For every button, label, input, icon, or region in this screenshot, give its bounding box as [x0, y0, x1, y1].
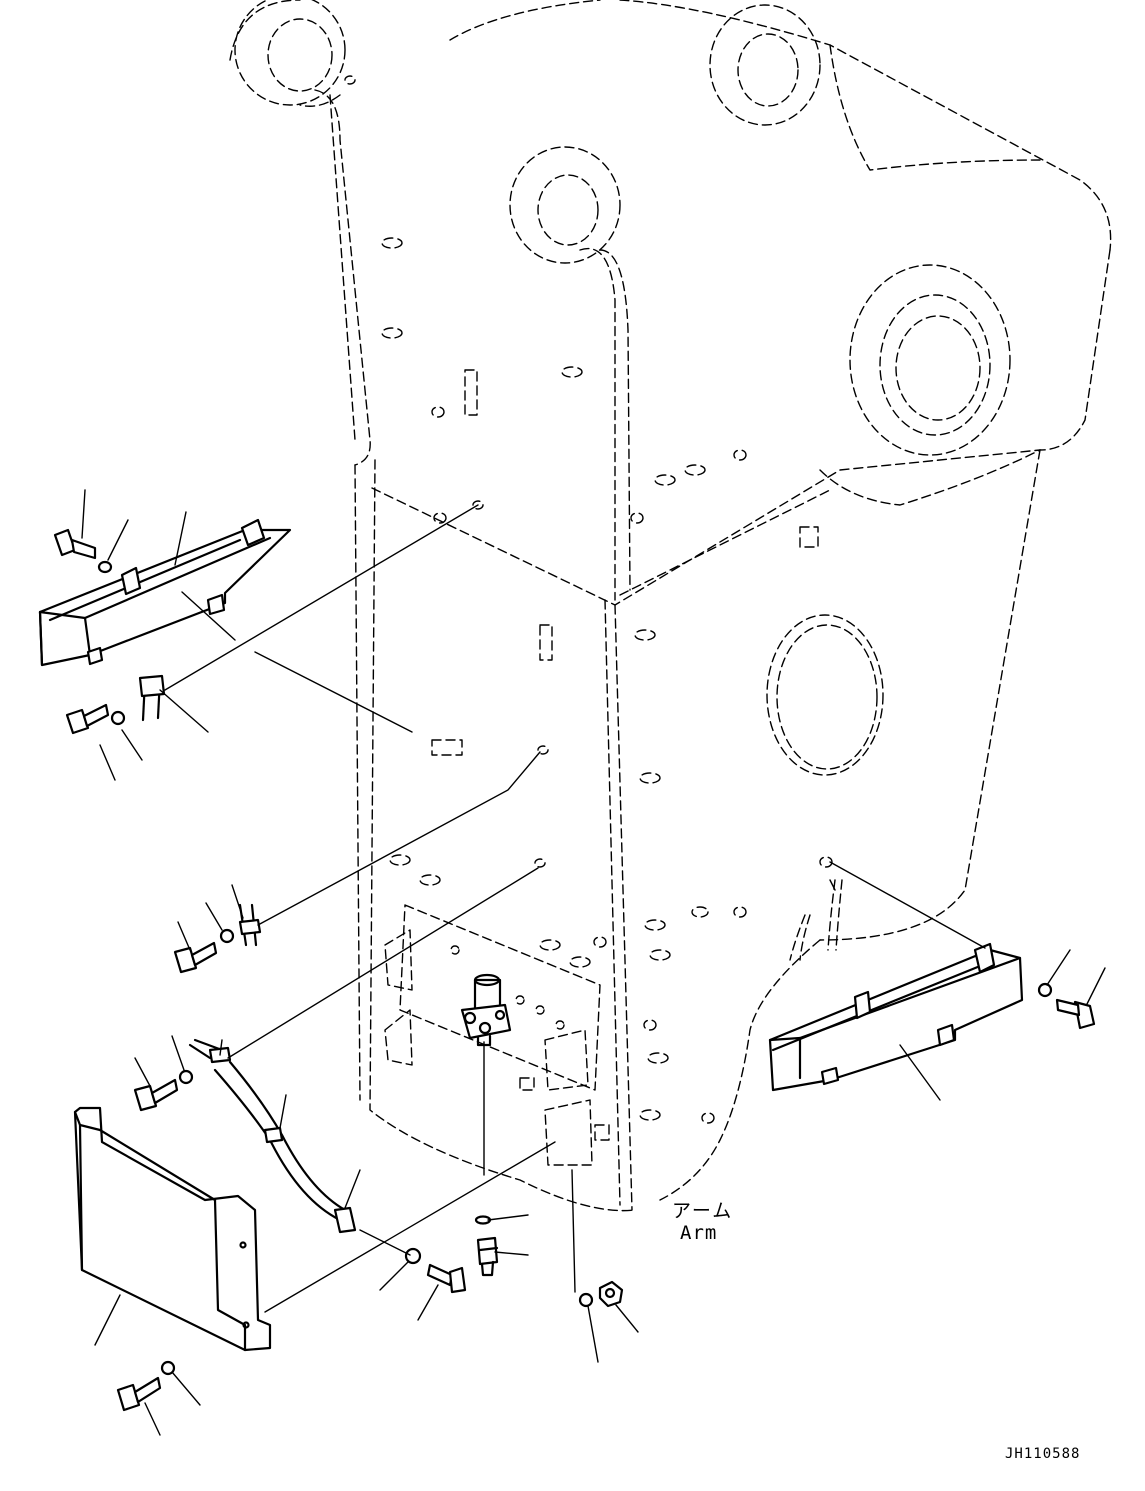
- washers: [97, 560, 1053, 1376]
- bolts: [53, 528, 1096, 1412]
- upper-left-cover: [38, 518, 292, 667]
- hose-line: [141, 676, 347, 1222]
- hose-clamps: [138, 674, 357, 1234]
- arm-label-japanese: アーム: [672, 1200, 734, 1222]
- nut: [598, 1280, 624, 1308]
- manifold-block: [460, 973, 512, 1047]
- mounting-plate: [384, 904, 601, 1166]
- lower-left-cover: [73, 1106, 272, 1352]
- right-cover: [768, 942, 1024, 1092]
- leader-lines: [81, 489, 1106, 1436]
- mounting-bosses: [344, 75, 833, 1124]
- drawing-number: JH110588: [1005, 1446, 1081, 1462]
- arm-label-english: Arm: [680, 1222, 718, 1244]
- arm-body-outline: [229, 0, 1112, 1212]
- grease-fitting: [474, 1215, 499, 1277]
